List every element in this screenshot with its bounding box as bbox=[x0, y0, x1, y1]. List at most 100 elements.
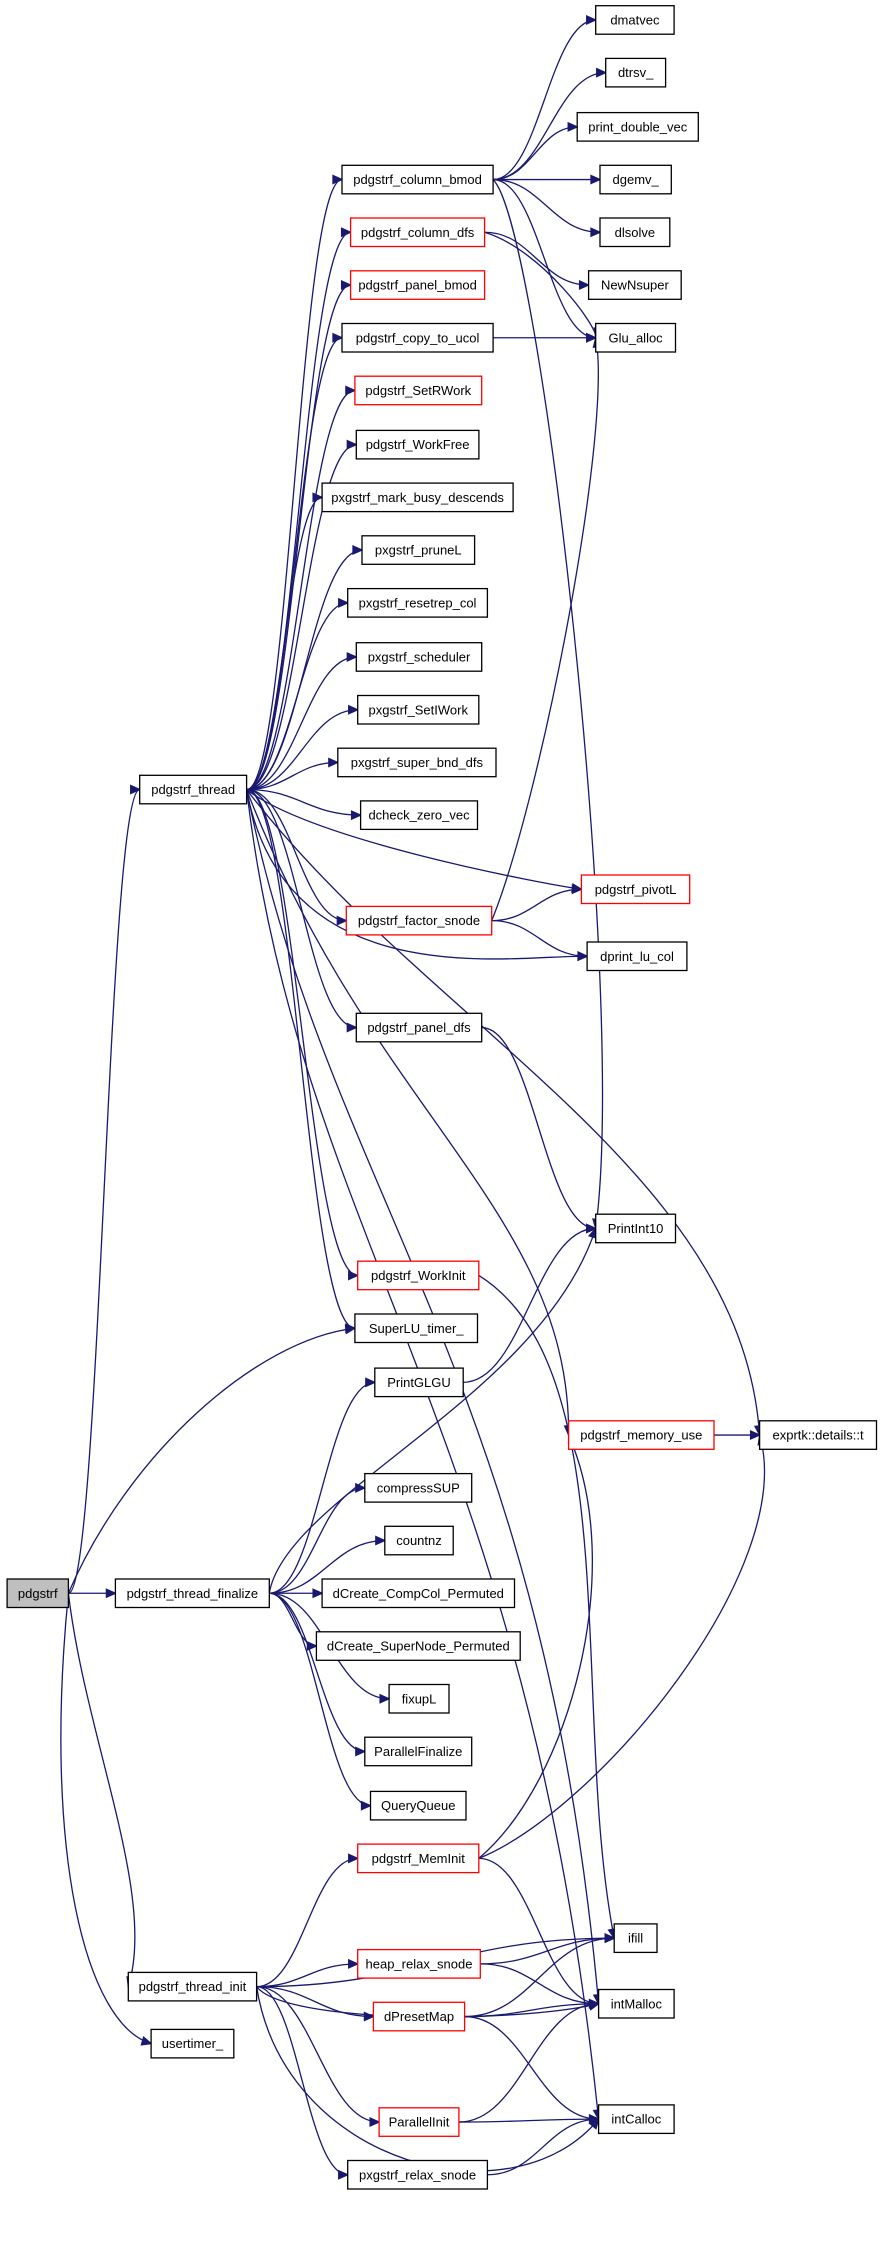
node-label: pdgstrf_panel_bmod bbox=[358, 278, 477, 293]
node-pxgstrf_super_bnd_dfs[interactable]: pxgstrf_super_bnd_dfs bbox=[337, 747, 497, 778]
edge-arrowhead bbox=[749, 1430, 762, 1441]
node-NewNsuper[interactable]: NewNsuper bbox=[587, 270, 682, 300]
node-dcheck_zero_vec[interactable]: dcheck_zero_vec bbox=[359, 800, 479, 831]
node-dgemv_[interactable]: dgemv_ bbox=[599, 164, 672, 195]
edge-line bbox=[458, 2118, 599, 2123]
node-intMalloc[interactable]: intMalloc bbox=[597, 1988, 675, 2019]
node-pxgstrf_relax_snode[interactable]: pxgstrf_relax_snode bbox=[347, 2159, 489, 2190]
node-box bbox=[586, 941, 688, 972]
edge-pdgstrf_MemInit-to-intMalloc bbox=[478, 1857, 601, 2009]
node-box bbox=[357, 694, 480, 725]
node-box bbox=[357, 1843, 480, 1874]
node-ParallelInit[interactable]: ParallelInit bbox=[378, 2107, 460, 2137]
node-label: ifill bbox=[628, 1931, 643, 1946]
node-Glu_alloc[interactable]: Glu_alloc bbox=[595, 322, 677, 353]
edge-arrowhead bbox=[105, 1588, 118, 1599]
edge-line bbox=[67, 1327, 355, 1594]
node-label: heap_relax_snode bbox=[366, 1956, 473, 1971]
node-countnz[interactable]: countnz bbox=[384, 1525, 454, 1556]
edge-dPresetMap-to-intCalloc bbox=[464, 2015, 601, 2125]
edge-arrowhead bbox=[350, 810, 363, 821]
node-box bbox=[347, 587, 489, 618]
node-dprint_lu_col[interactable]: dprint_lu_col bbox=[586, 941, 688, 972]
node-SuperLU_timer_[interactable]: SuperLU_timer_ bbox=[354, 1313, 479, 1344]
node-pdgstrf_memory_use[interactable]: pdgstrf_memory_use bbox=[567, 1420, 715, 1450]
edge-line bbox=[492, 179, 604, 1229]
edge-line bbox=[493, 178, 596, 339]
edge-arrowhead bbox=[340, 227, 353, 238]
node-dmatvec[interactable]: dmatvec bbox=[595, 5, 675, 35]
node-pdgstrf_WorkInit[interactable]: pdgstrf_WorkInit bbox=[357, 1260, 480, 1291]
node-ParallelFinalize[interactable]: ParallelFinalize bbox=[364, 1736, 473, 1767]
node-pdgstrf_thread_init[interactable]: pdgstrf_thread_init bbox=[127, 1971, 258, 2002]
edge-line bbox=[245, 789, 600, 2120]
node-intCalloc[interactable]: intCalloc bbox=[597, 2104, 675, 2135]
edge-line bbox=[484, 231, 597, 338]
node-label: usertimer_ bbox=[162, 2036, 224, 2051]
node-QueryQueue[interactable]: QueryQueue bbox=[369, 1790, 467, 1821]
node-label: PrintInt10 bbox=[608, 1221, 664, 1236]
edge-line bbox=[246, 789, 761, 1436]
node-pxgstrf_pruneL[interactable]: pxgstrf_pruneL bbox=[361, 535, 476, 565]
edge-arrowhead bbox=[363, 2011, 376, 2022]
edge-pdgstrf_column_bmod-to-dgemv_ bbox=[493, 174, 602, 185]
node-box bbox=[361, 535, 476, 565]
node-pdgstrf_panel_dfs[interactable]: pdgstrf_panel_dfs bbox=[355, 1012, 483, 1043]
edge-pdgstrf_thread_init-to-pxgstrf_relax_snode bbox=[256, 1986, 350, 2180]
edge-arrowhead bbox=[379, 1693, 391, 1704]
node-dCreate_SuperNode_Permuted[interactable]: dCreate_SuperNode_Permuted bbox=[315, 1631, 521, 1661]
node-ifill[interactable]: ifill bbox=[613, 1923, 658, 1954]
node-heap_relax_snode[interactable]: heap_relax_snode bbox=[357, 1948, 481, 1979]
node-pdgstrf_column_bmod[interactable]: pdgstrf_column_bmod bbox=[341, 164, 494, 195]
node-label: intMalloc bbox=[611, 1996, 663, 2011]
node-pdgstrf_thread[interactable]: pdgstrf_thread bbox=[139, 774, 248, 805]
edge-pdgstrf_thread_init-to-pdgstrf_MemInit bbox=[256, 1853, 360, 1988]
node-exprtk_details_t[interactable]: exprtk::details::t bbox=[758, 1420, 878, 1450]
node-label: pxgstrf_super_bnd_dfs bbox=[351, 755, 484, 770]
node-pxgstrf_resetrep_col[interactable]: pxgstrf_resetrep_col bbox=[347, 587, 489, 618]
node-box bbox=[378, 2107, 460, 2137]
node-compressSUP[interactable]: compressSUP bbox=[364, 1472, 473, 1503]
node-pdgstrf_WorkFree[interactable]: pdgstrf_WorkFree bbox=[355, 429, 480, 460]
edge-arrowhead bbox=[588, 2114, 601, 2125]
edge-arrowhead bbox=[355, 1746, 367, 1757]
node-usertimer_[interactable]: usertimer_ bbox=[150, 2028, 235, 2059]
node-dCreate_CompCol_Permuted[interactable]: dCreate_CompCol_Permuted bbox=[321, 1578, 516, 1609]
node-pxgstrf_scheduler[interactable]: pxgstrf_scheduler bbox=[355, 642, 483, 672]
edge-arrowhead bbox=[346, 1022, 358, 1033]
edge-arrowhead bbox=[369, 2117, 381, 2128]
node-dlsolve[interactable]: dlsolve bbox=[599, 217, 671, 248]
node-pdgstrf[interactable]: pdgstrf bbox=[6, 1578, 70, 1609]
node-pdgstrf_thread_finalize[interactable]: pdgstrf_thread_finalize bbox=[114, 1578, 270, 1609]
node-pdgstrf_panel_bmod[interactable]: pdgstrf_panel_bmod bbox=[349, 270, 486, 300]
node-dtrsv_[interactable]: dtrsv_ bbox=[605, 57, 667, 88]
edge-arrowhead bbox=[332, 332, 344, 343]
node-PrintInt10[interactable]: PrintInt10 bbox=[595, 1213, 677, 1244]
node-print_double_vec[interactable]: print_double_vec bbox=[576, 111, 699, 142]
node-pdgstrf_MemInit[interactable]: pdgstrf_MemInit bbox=[357, 1843, 480, 1874]
edge-arrowhead bbox=[328, 757, 340, 768]
node-dPresetMap[interactable]: dPresetMap bbox=[372, 2001, 466, 2032]
node-pdgstrf_factor_snode[interactable]: pdgstrf_factor_snode bbox=[345, 905, 493, 936]
node-pdgstrf_copy_to_ucol[interactable]: pdgstrf_copy_to_ucol bbox=[341, 322, 494, 353]
edge-line bbox=[491, 920, 588, 957]
node-fixupL[interactable]: fixupL bbox=[388, 1683, 450, 1714]
node-label: pdgstrf_WorkInit bbox=[371, 1268, 466, 1283]
node-label: pdgstrf bbox=[18, 1586, 58, 1601]
edge-line bbox=[246, 788, 356, 1329]
node-box bbox=[369, 1790, 467, 1821]
node-pdgstrf_column_dfs[interactable]: pdgstrf_column_dfs bbox=[349, 217, 486, 248]
node-pxgstrf_mark_busy_descends[interactable]: pxgstrf_mark_busy_descends bbox=[321, 482, 514, 513]
node-PrintGLGU[interactable]: PrintGLGU bbox=[374, 1367, 464, 1398]
node-label: pdgstrf_thread_init bbox=[139, 1979, 247, 1994]
node-box bbox=[388, 1683, 450, 1714]
edge-line bbox=[256, 1857, 358, 1988]
node-pdgstrf_pivotL[interactable]: pdgstrf_pivotL bbox=[580, 874, 691, 905]
node-pdgstrf_SetRWork[interactable]: pdgstrf_SetRWork bbox=[354, 375, 483, 406]
edge-line bbox=[493, 19, 596, 181]
node-label: fixupL bbox=[402, 1691, 437, 1706]
node-label: pdgstrf_thread_finalize bbox=[127, 1586, 259, 1601]
edge-arrowhead bbox=[348, 704, 360, 715]
node-pxgstrf_SetIWork[interactable]: pxgstrf_SetIWork bbox=[357, 694, 480, 725]
edge-pdgstrf_thread_finalize-to-compressSUP bbox=[269, 1482, 367, 1594]
